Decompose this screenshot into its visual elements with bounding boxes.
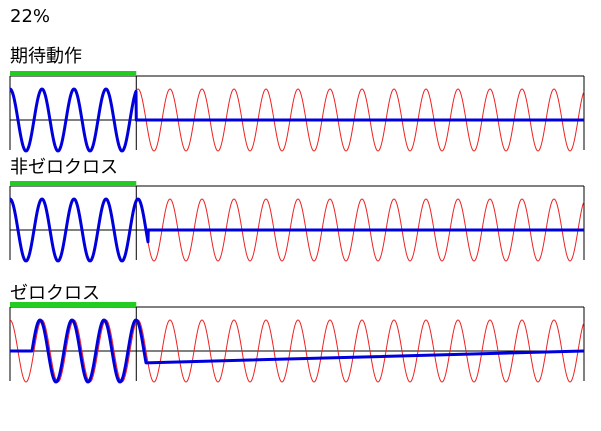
panel-title-expected: 期待動作: [10, 46, 82, 67]
panel-non-zero-cross-output-wave: [9, 197, 584, 263]
percentage-label: 22%: [10, 6, 51, 27]
panel-non-zero-cross-active-bar: [10, 181, 137, 186]
panel-zero-cross-output-wave: [10, 318, 585, 384]
panel-expected-active-bar: [10, 71, 137, 76]
panel-expected-output-wave: [9, 87, 584, 153]
panel-title-non-zero-cross: 非ゼロクロス: [10, 157, 118, 178]
panel-title-zero-cross: ゼロクロス: [10, 283, 100, 304]
panel-zero-cross-active-bar: [10, 302, 137, 307]
